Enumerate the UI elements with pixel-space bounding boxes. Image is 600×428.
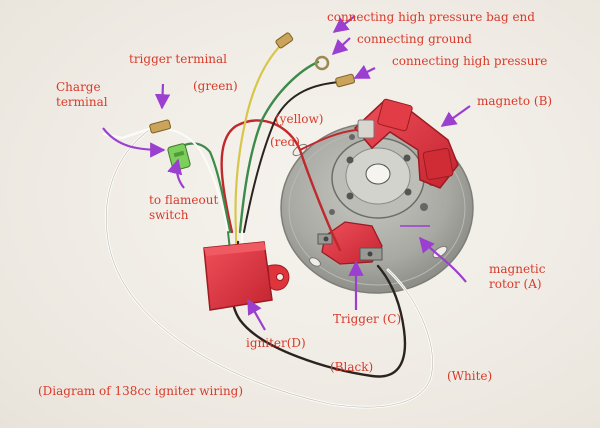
wire-yellow — [234, 42, 284, 234]
green-connector-icon — [167, 143, 191, 171]
label-flameout-line1: to flameout — [149, 193, 219, 207]
label-caption: (Diagram of 138cc igniter wiring) — [38, 384, 244, 398]
label-red: (red) — [270, 135, 300, 149]
label-magneto: magneto (B) — [477, 94, 553, 108]
label-charge-line1: Charge — [56, 80, 101, 94]
label-trigger: Trigger (C) — [333, 312, 402, 326]
igniter-box-icon — [203, 241, 290, 311]
label-ground: connecting ground — [357, 32, 472, 46]
label-white: (White) — [447, 369, 493, 383]
brass-terminal-icon — [149, 32, 356, 134]
label-high-pressure: connecting high pressure — [392, 54, 548, 68]
label-charge-line2: terminal — [56, 95, 108, 109]
ring-terminal-icon — [314, 55, 330, 71]
label-magnetic-line2: rotor (A) — [489, 277, 542, 291]
trigger-coil-icon — [317, 221, 383, 265]
label-igniter: igniter(D) — [246, 336, 306, 350]
label-magnetic-line1: magnetic — [489, 262, 546, 276]
label-yellow: (yellow) — [275, 112, 324, 126]
label-black: (Black) — [330, 360, 374, 374]
label-trigger-terminal: trigger terminal — [129, 52, 228, 66]
wire-green — [238, 60, 320, 234]
magneto-coil-icon — [353, 98, 459, 189]
callout-arrows — [102, 15, 471, 331]
wires — [102, 42, 434, 409]
label-bag-end: connecting high pressure bag end — [327, 10, 535, 24]
label-green: (green) — [193, 79, 238, 93]
label-flameout-line2: switch — [149, 208, 189, 222]
